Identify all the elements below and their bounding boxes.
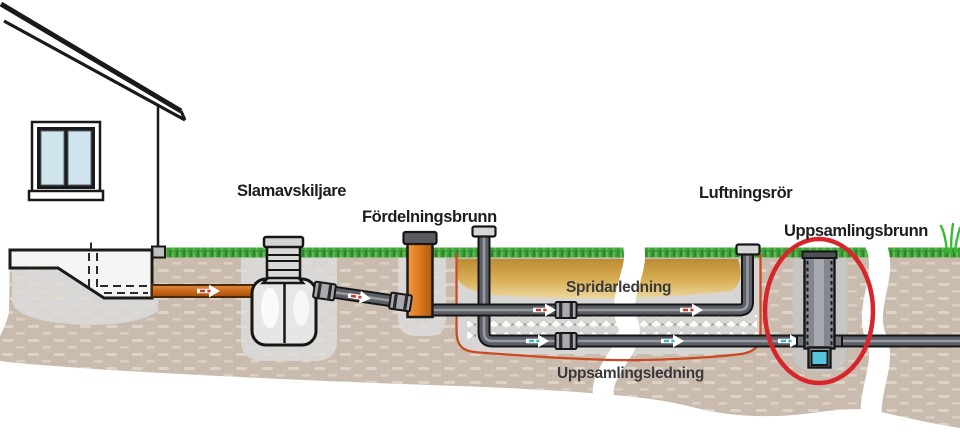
spreader-pipe-and-right-vent	[428, 250, 754, 317]
left-vent-cap	[471, 225, 497, 238]
label-uppsamlingsledning: Uppsamlingsledning	[557, 365, 704, 382]
right-vent-cap	[735, 243, 761, 256]
infiltration-bed	[455, 259, 761, 354]
label-slamavskiljare: Slamavskiljare	[237, 182, 346, 200]
sand-layer	[456, 259, 741, 299]
window-pane-left	[40, 130, 65, 186]
tank-riser-lid	[262, 235, 305, 249]
tear-band-left	[592, 230, 646, 409]
window	[27, 120, 105, 202]
wall-base-step	[151, 245, 166, 259]
bed-liner-line	[455, 253, 762, 362]
label-fordelningsbrunn: Fördelningsbrunn	[362, 208, 497, 226]
tank-riser	[259, 235, 306, 285]
septic-tank	[250, 235, 318, 347]
distribution-well-lid	[402, 230, 438, 246]
roof	[0, 1, 187, 122]
label-uppsamlingsbrunn: Uppsamlingsbrunn	[784, 222, 928, 240]
collection-pipe-and-left-vent	[477, 232, 960, 348]
window-pane-right	[67, 130, 92, 186]
label-spridarledning: Spridarledning	[566, 279, 671, 296]
label-luftningsror: Luftningsrör	[699, 184, 793, 202]
collection-well	[796, 250, 843, 369]
highlight-circle	[762, 236, 876, 386]
collection-well-cap	[801, 250, 838, 259]
macadam-row-top	[467, 315, 757, 327]
collection-well-water	[810, 350, 829, 366]
labels: Slamavskiljare Fördelningsbrunn Luftning…	[237, 182, 929, 382]
macadam-row-bottom	[467, 327, 759, 339]
tall-grass-tuft	[939, 222, 960, 254]
foundation	[8, 242, 154, 300]
window-sill	[27, 189, 105, 202]
grass-strip	[153, 222, 960, 258]
house	[0, 1, 187, 300]
